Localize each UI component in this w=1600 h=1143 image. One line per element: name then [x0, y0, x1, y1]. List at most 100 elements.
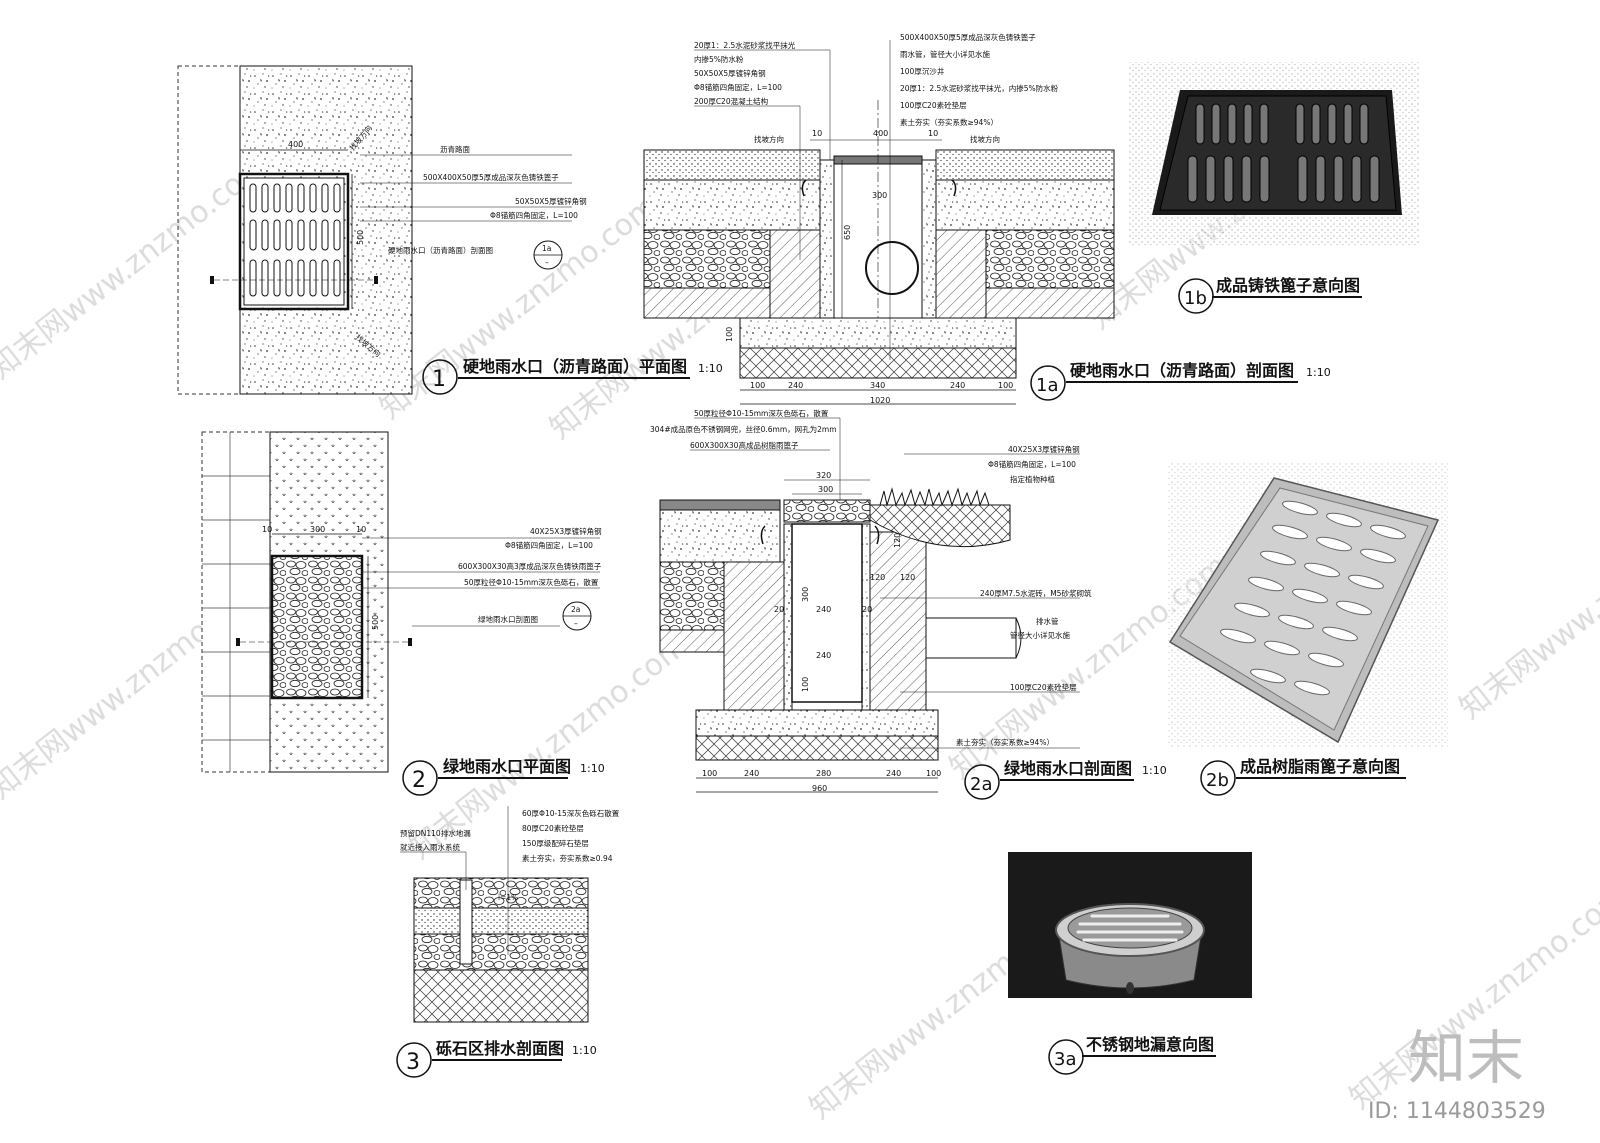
svg-text:120: 120 [900, 573, 915, 582]
svg-text:300: 300 [801, 587, 810, 602]
svg-text:40X25X3厚镀锌角钢: 40X25X3厚镀锌角钢 [1008, 444, 1080, 454]
svg-text:20: 20 [774, 605, 784, 614]
dim-400: 400 [288, 140, 303, 149]
drain-pipe-3 [459, 879, 473, 965]
drain-pipe-2a [925, 617, 1017, 659]
svg-text:100: 100 [750, 381, 765, 390]
svg-text:240: 240 [950, 381, 965, 390]
svg-text:知末: 知末 [1408, 1024, 1524, 1092]
svg-text:500X400X50厚5厚成品深灰色铸铁篦子: 500X400X50厚5厚成品深灰色铸铁篦子 [900, 32, 1036, 42]
svg-text:内掺5%防水粉: 内掺5%防水粉 [694, 54, 744, 64]
svg-text:2a: 2a [970, 774, 992, 795]
svg-text:1:10: 1:10 [1306, 366, 1331, 379]
svg-text:10: 10 [356, 525, 366, 534]
svg-text:100厚C20素砼垫层: 100厚C20素砼垫层 [900, 100, 967, 110]
svg-text:素土夯实（夯实系数≥94%）: 素土夯实（夯实系数≥94%） [956, 737, 1054, 747]
svg-text:雨水管，管径大小详见水施: 雨水管，管径大小详见水施 [900, 49, 990, 59]
title-2: 2 绿地雨水口平面图 1:10 [402, 757, 605, 796]
svg-text:Φ8锚筋四角固定，L=100: Φ8锚筋四角固定，L=100 [988, 459, 1076, 469]
title-3: 3 砾石区排水剖面图 1:10 [396, 1039, 597, 1078]
svg-text:1: 1 [432, 367, 446, 392]
svg-text:200厚C20混凝土结构: 200厚C20混凝土结构 [694, 96, 769, 106]
svg-text:–: – [545, 258, 549, 267]
svg-text:不锈钢地漏意向图: 不锈钢地漏意向图 [1086, 1035, 1214, 1054]
section-2a-inner-dims: 300 240 240 20 20 100 120 120 120 [774, 533, 915, 692]
svg-text:找坡方向: 找坡方向 [754, 134, 784, 144]
svg-text:100厚沉沙井: 100厚沉沙井 [900, 66, 945, 76]
svg-text:预留DN110排水地漏: 预留DN110排水地漏 [400, 828, 471, 838]
svg-text:240: 240 [744, 769, 759, 778]
section-1a: 10 400 10 找坡方向 找坡方向 300 650 100 20厚1：2.5… [643, 32, 1115, 405]
photo-floor-drain [1008, 852, 1252, 998]
svg-text:3: 3 [406, 1050, 420, 1075]
svg-text:硬地雨水口（沥青路面）平面图: 硬地雨水口（沥青路面）平面图 [463, 357, 687, 376]
svg-text:340: 340 [870, 381, 885, 390]
svg-text:知末网www.znzmo.com: 知末网www.znzmo.com [0, 148, 274, 386]
svg-text:960: 960 [812, 784, 827, 793]
photo-cast-iron-grate [1128, 62, 1420, 246]
svg-text:120: 120 [870, 573, 885, 582]
svg-text:600X300X30高3厚成品深灰色铸铁雨篦子: 600X300X30高3厚成品深灰色铸铁雨篦子 [458, 561, 602, 571]
section-2a-notes-top: 50厚粒径Φ10-15mm深灰色砾石，散置 304#成品原色不锈钢网兜，丝径0.… [650, 408, 841, 500]
svg-text:素土夯实，夯实系数≥0.94: 素土夯实，夯实系数≥0.94 [522, 853, 613, 863]
svg-text:知末网www.znzmo.com: 知末网www.znzmo.com [1453, 488, 1600, 726]
plan-1: 400 500 找坡方向 找坡方向 沥青路面 500X400X50厚5厚成品深灰… [177, 65, 587, 395]
gravel-grate [270, 554, 364, 700]
svg-text:20: 20 [862, 605, 872, 614]
svg-text:240: 240 [886, 769, 901, 778]
svg-text:绿地雨水口剖面图: 绿地雨水口剖面图 [478, 614, 538, 624]
title-1b: 1b 成品铸铁篦子意向图 [1178, 276, 1362, 314]
svg-text:100: 100 [998, 381, 1013, 390]
svg-text:沥青路面: 沥青路面 [440, 144, 470, 154]
svg-text:1b: 1b [1184, 288, 1207, 309]
title-1a: 1a 硬地雨水口（沥青路面）剖面图 1:10 [1030, 361, 1331, 401]
svg-text:2a: 2a [571, 605, 580, 614]
section-1a-vdims: 300 650 100 [725, 160, 887, 342]
svg-text:100: 100 [801, 677, 810, 692]
svg-text:50厚粒径Φ10-15mm深灰色砾石，散置: 50厚粒径Φ10-15mm深灰色砾石，散置 [464, 577, 599, 587]
plan-1-notes: 沥青路面 500X400X50厚5厚成品深灰色铸铁篦子 50X50X5厚镀锌角钢… [360, 144, 587, 222]
svg-text:排水管: 排水管 [1036, 616, 1059, 626]
svg-text:2: 2 [412, 768, 426, 793]
svg-text:Φ8锚筋四角固定，L=100: Φ8锚筋四角固定，L=100 [694, 82, 782, 92]
svg-text:管径大小详见水施: 管径大小详见水施 [1010, 630, 1070, 640]
image-id: ID: 1144803529 [1368, 1099, 1546, 1124]
svg-text:240: 240 [816, 651, 831, 660]
svg-text:1:10: 1:10 [580, 762, 605, 775]
svg-text:20厚1：2.5水泥砂浆找平抹光，内掺5%防水粉: 20厚1：2.5水泥砂浆找平抹光，内掺5%防水粉 [900, 83, 1059, 93]
svg-text:成品树脂雨篦子意向图: 成品树脂雨篦子意向图 [1240, 757, 1400, 776]
svg-text:100: 100 [725, 327, 734, 342]
svg-text:2b: 2b [1206, 770, 1229, 791]
photo-resin-grate [1168, 462, 1448, 748]
section-ref-tag: 1a [542, 244, 551, 253]
section-2a-bottom-dims: 100 240 280 240 100 960 [696, 769, 941, 793]
plan-2: 10 300 10 500 40X25X3厚镀锌角钢 Φ8锚筋四角固定，L=10… [201, 431, 602, 773]
svg-text:Φ8锚筋四角固定，L=100: Φ8锚筋四角固定，L=100 [490, 210, 578, 220]
svg-text:50X50X5厚镀锌角钢: 50X50X5厚镀锌角钢 [515, 196, 587, 206]
title-2a: 2a 绿地雨水口剖面图 1:10 [964, 759, 1167, 800]
section-1a-top-dims: 10 400 10 找坡方向 找坡方向 [754, 129, 1000, 144]
svg-text:300: 300 [818, 485, 833, 494]
svg-text:20厚1：2.5水泥砂浆找平抹光: 20厚1：2.5水泥砂浆找平抹光 [694, 40, 796, 50]
cast-iron-grate [238, 172, 350, 311]
section-1a-bottom-dims: 100 240 340 240 100 1020 [740, 381, 1016, 405]
svg-text:300: 300 [310, 525, 325, 534]
section-3-notes-left: 预留DN110排水地漏 就近接入雨水系统 [400, 828, 471, 890]
title-1: 1 硬地雨水口（沥青路面）平面图 1:10 [422, 357, 723, 395]
svg-text:硬地雨水口（沥青路面）剖面图: 硬地雨水口（沥青路面）剖面图 [1070, 361, 1294, 380]
svg-text:320: 320 [816, 471, 831, 480]
right-wall-hatch [931, 229, 987, 319]
drain-pipe [865, 241, 919, 295]
svg-text:240: 240 [816, 605, 831, 614]
svg-text:50厚粒径Φ10-15mm深灰色砾石，散置: 50厚粒径Φ10-15mm深灰色砾石，散置 [694, 408, 829, 418]
svg-text:280: 280 [816, 769, 831, 778]
svg-text:1:10: 1:10 [1142, 764, 1167, 777]
section-1a-notes-left: 20厚1：2.5水泥砂浆找平抹光 内掺5%防水粉 50X50X5厚镀锌角钢 Φ8… [694, 40, 831, 260]
grate-slots [249, 183, 341, 297]
svg-text:–: – [574, 619, 578, 628]
svg-text:80厚C20素砼垫层: 80厚C20素砼垫层 [522, 823, 584, 833]
title-3a: 3a 不锈钢地漏意向图 [1048, 1035, 1216, 1075]
section-2a-notes-right: 40X25X3厚镀锌角钢 Φ8锚筋四角固定，L=100 指定植物种植 240厚M… [880, 444, 1092, 749]
plan-2-notes: 40X25X3厚镀锌角钢 Φ8锚筋四角固定，L=100 600X300X30高3… [362, 526, 602, 589]
